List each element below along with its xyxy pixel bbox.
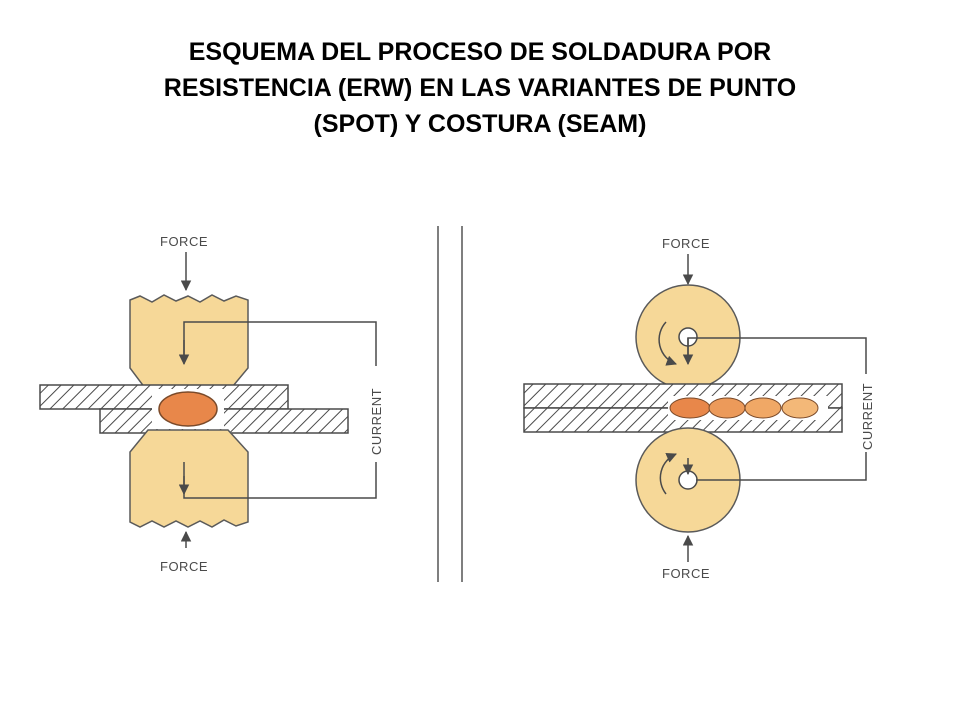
- spot-weld-diagram: FORCE CURRENT FORCE: [39, 234, 384, 574]
- seam-nugget-3: [744, 397, 782, 419]
- seam-nugget-2: [708, 397, 746, 419]
- seam-current-wire-bottom: [696, 452, 867, 481]
- spot-lower-electrode: [129, 429, 249, 528]
- seam-weld-diagram: FORCE CURRENT FORCE: [523, 236, 875, 581]
- spot-upper-electrode: [129, 294, 249, 393]
- seam-force-bottom-label: FORCE: [662, 566, 710, 581]
- seam-upper-rotation-arrow: [658, 321, 677, 366]
- page-title: ESQUEMA DEL PROCESO DE SOLDADURA POR RES…: [60, 34, 900, 142]
- spot-current-label: CURRENT: [369, 388, 384, 455]
- title-line-3: (SPOT) Y COSTURA (SEAM): [313, 110, 647, 138]
- spot-weld-nugget: [158, 391, 218, 427]
- seam-lower-rotation-arrow: [659, 452, 677, 495]
- spot-force-bottom-label: FORCE: [160, 559, 208, 574]
- title-line-1: ESQUEMA DEL PROCESO DE SOLDADURA POR: [188, 38, 772, 66]
- seam-nugget-4: [781, 397, 819, 419]
- seam-current-label: CURRENT: [860, 383, 875, 450]
- seam-nugget-1: [669, 397, 711, 419]
- seam-force-top-label: FORCE: [662, 236, 710, 251]
- title-line-2: RESISTENCIA (ERW) EN LAS VARIANTES DE PU…: [163, 74, 797, 102]
- spot-force-top-label: FORCE: [160, 234, 208, 249]
